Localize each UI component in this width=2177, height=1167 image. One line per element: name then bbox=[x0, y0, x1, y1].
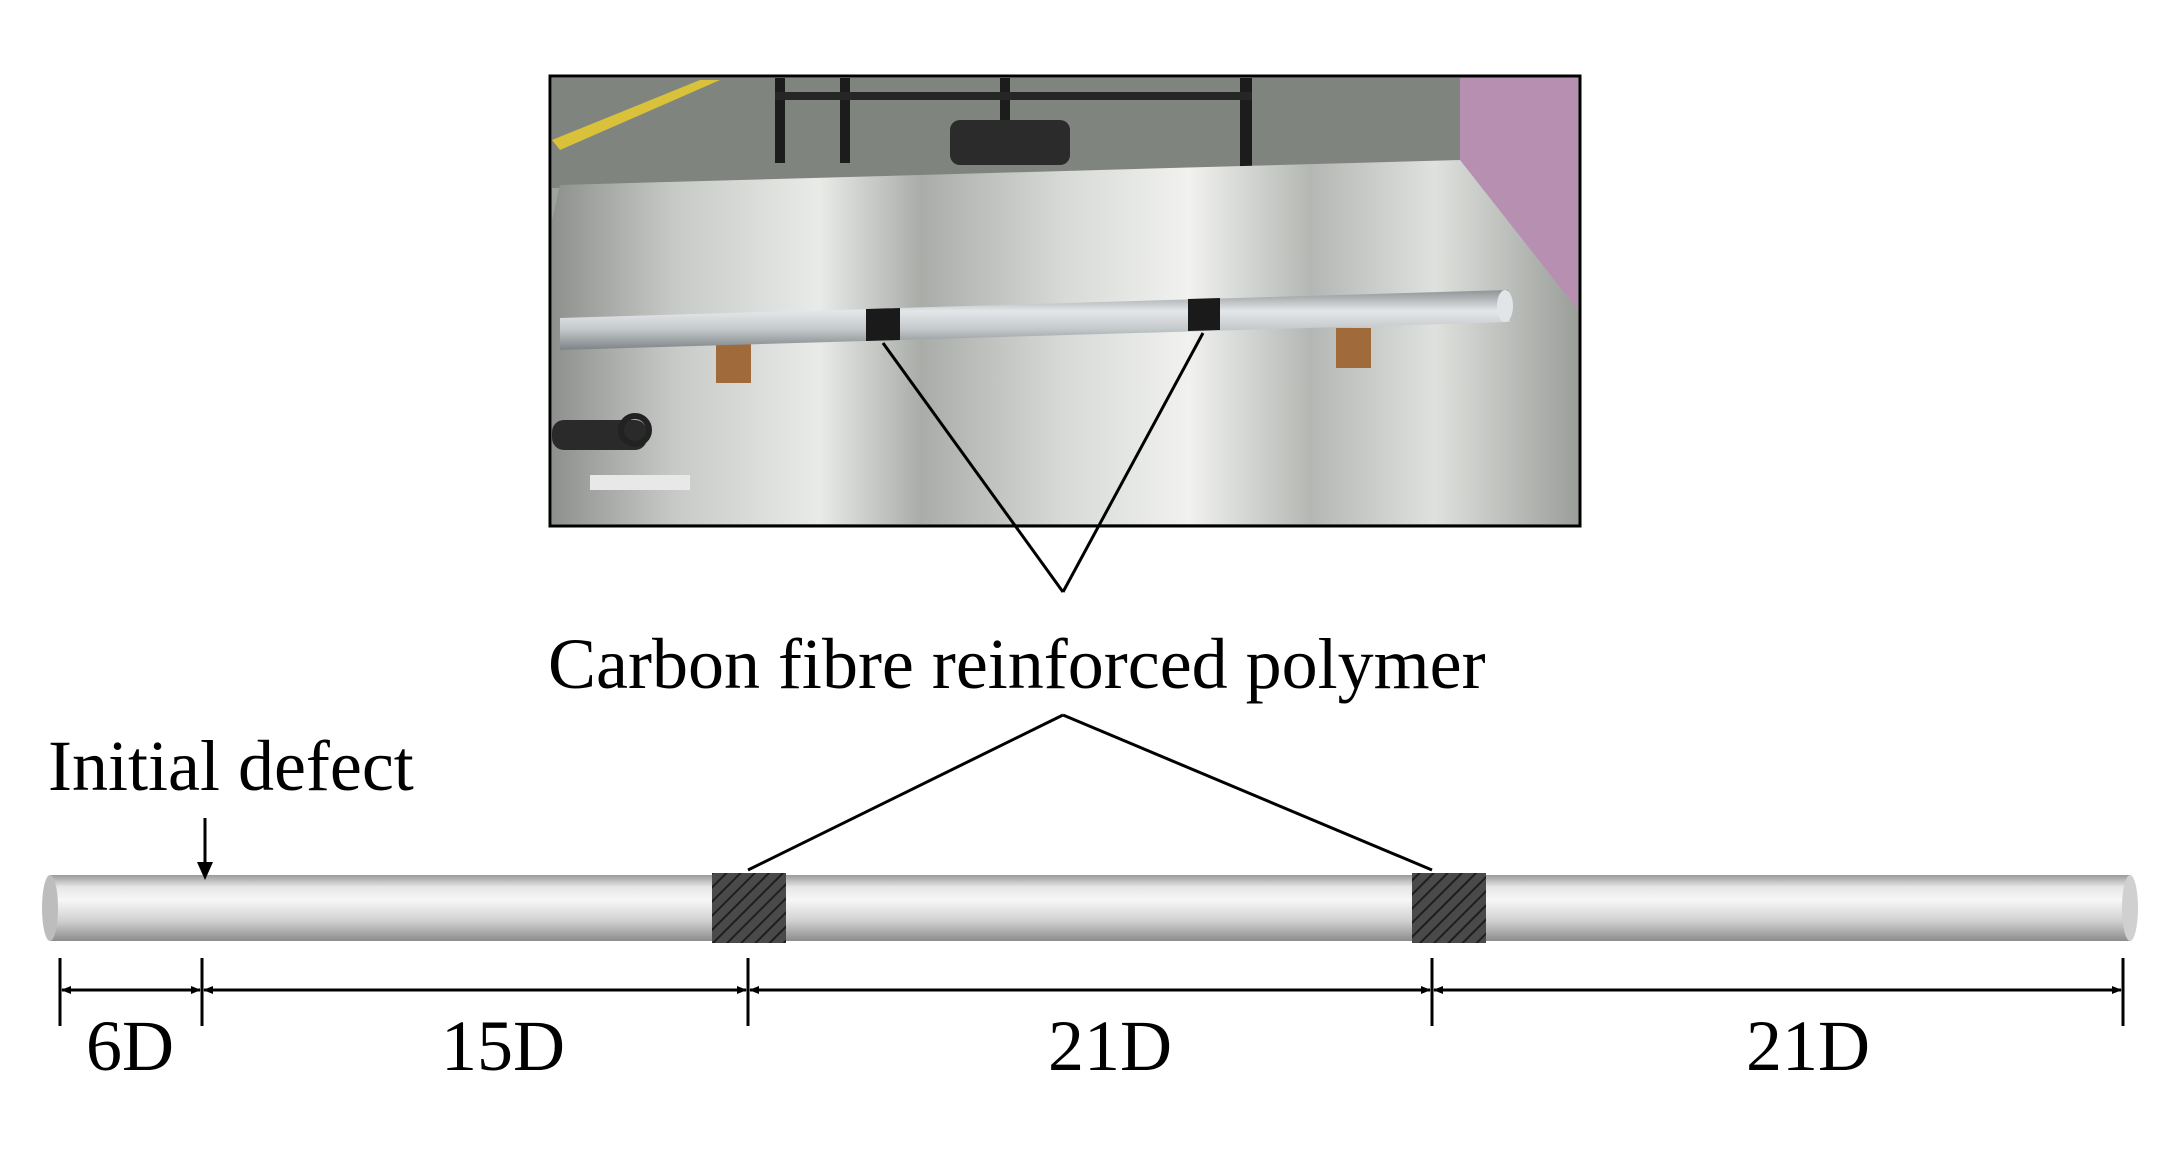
photo-metal-plate bbox=[552, 160, 1578, 524]
specimen-photo bbox=[548, 74, 1582, 528]
dimension-label: 15D bbox=[441, 1006, 565, 1086]
photo-floor-tape bbox=[552, 80, 720, 150]
dimension-label: 21D bbox=[1048, 1006, 1172, 1086]
pipe-model bbox=[42, 873, 2138, 943]
down-arrow-icon bbox=[197, 818, 213, 880]
pipe-end-left bbox=[42, 875, 58, 941]
cfrp-band-left bbox=[712, 873, 786, 943]
initial-defect-label: Initial defect bbox=[48, 726, 414, 806]
photo-cfrp-band bbox=[1188, 298, 1220, 331]
photo-stand-leg bbox=[840, 78, 850, 163]
cfrp-label: Carbon fibre reinforced polymer bbox=[548, 624, 1486, 704]
photo-cfrp-band bbox=[866, 308, 900, 341]
photo-border bbox=[548, 74, 1582, 528]
cfrp-band-right bbox=[1412, 873, 1486, 943]
photo-stand-leg bbox=[775, 78, 785, 163]
dimension-lines bbox=[58, 958, 2125, 1026]
callout-line-model-left bbox=[747, 713, 1064, 872]
photo-pipe-end bbox=[1497, 290, 1513, 322]
photo-pipe bbox=[560, 290, 1510, 350]
photo-stand-bar bbox=[775, 92, 1252, 100]
pipe-body bbox=[50, 875, 2130, 941]
photo-stand-leg bbox=[1240, 78, 1252, 168]
dimension-label: 6D bbox=[86, 1006, 174, 1086]
photo-paper bbox=[590, 475, 690, 490]
callout-line-model-right bbox=[1062, 713, 1433, 872]
callout-line-photo-right bbox=[1061, 332, 1205, 593]
photo-tool-ring bbox=[618, 413, 652, 447]
cfrp-callout-lines bbox=[747, 332, 1433, 872]
dimension-label: 21D bbox=[1746, 1006, 1870, 1086]
callout-line-photo-left bbox=[881, 342, 1065, 593]
photo-chair bbox=[950, 120, 1070, 165]
pipe-end-right bbox=[2122, 875, 2138, 941]
photo-support-block bbox=[1336, 328, 1371, 368]
